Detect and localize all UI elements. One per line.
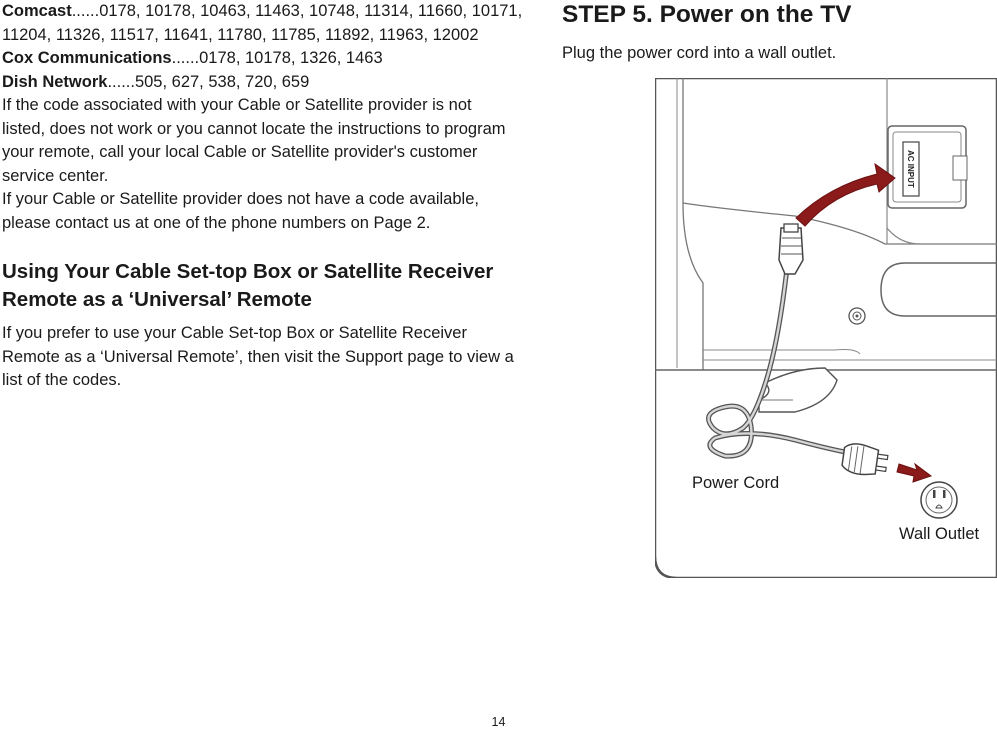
illustration-svg: AC INPUT bbox=[655, 78, 997, 578]
provider-name: Cox Communications bbox=[2, 49, 172, 67]
code-entry-cox: Cox Communications......0178, 10178, 132… bbox=[2, 47, 542, 71]
arrow-to-outlet bbox=[896, 462, 933, 483]
ac-input-label: AC INPUT bbox=[906, 150, 915, 188]
wall-outlet-label: Wall Outlet bbox=[899, 525, 980, 543]
universal-remote-paragraph: If you prefer to use your Cable Set-top … bbox=[2, 324, 514, 389]
stand-slot bbox=[880, 262, 997, 317]
provider-name: Dish Network bbox=[2, 72, 108, 91]
provider-codes: ......505, 627, 538, 720, 659 bbox=[107, 72, 310, 91]
provider-codes: ......0178, 10178, 1326, 1463 bbox=[171, 49, 383, 67]
power-plug bbox=[841, 443, 889, 476]
arrow-to-ac-input bbox=[795, 162, 896, 227]
code-entry-comcast: Comcast......0178, 10178, 10463, 11463, … bbox=[2, 0, 532, 47]
power-connection-illustration: AC INPUT bbox=[655, 78, 997, 578]
tv-back-edge bbox=[682, 78, 704, 370]
no-code-paragraph: If your Cable or Satellite provider does… bbox=[2, 190, 479, 232]
ac-input-port bbox=[902, 141, 920, 197]
not-listed-paragraph: If the code associated with your Cable o… bbox=[2, 96, 506, 185]
wall-outlet-icon bbox=[920, 481, 958, 519]
provider-codes: ......0178, 10178, 10463, 11463, 10748, … bbox=[2, 2, 523, 44]
code-entry-dish: Dish Network......505, 627, 538, 720, 65… bbox=[2, 71, 542, 95]
page-number: 14 bbox=[491, 715, 506, 729]
c7-connector bbox=[778, 223, 804, 275]
power-cord-label: Power Cord bbox=[692, 474, 780, 492]
provider-name: Comcast bbox=[2, 2, 72, 20]
stand-foot bbox=[758, 367, 838, 413]
step5-instruction: Plug the power cord into a wall outlet. bbox=[562, 44, 837, 62]
step5-title: STEP 5. Power on the TV bbox=[562, 1, 852, 28]
universal-remote-heading: Using Your Cable Set-top Box or Satellit… bbox=[2, 260, 494, 311]
left-column: Comcast......0178, 10178, 10463, 11463, … bbox=[2, 0, 542, 393]
tv-panel-curve bbox=[682, 202, 997, 245]
